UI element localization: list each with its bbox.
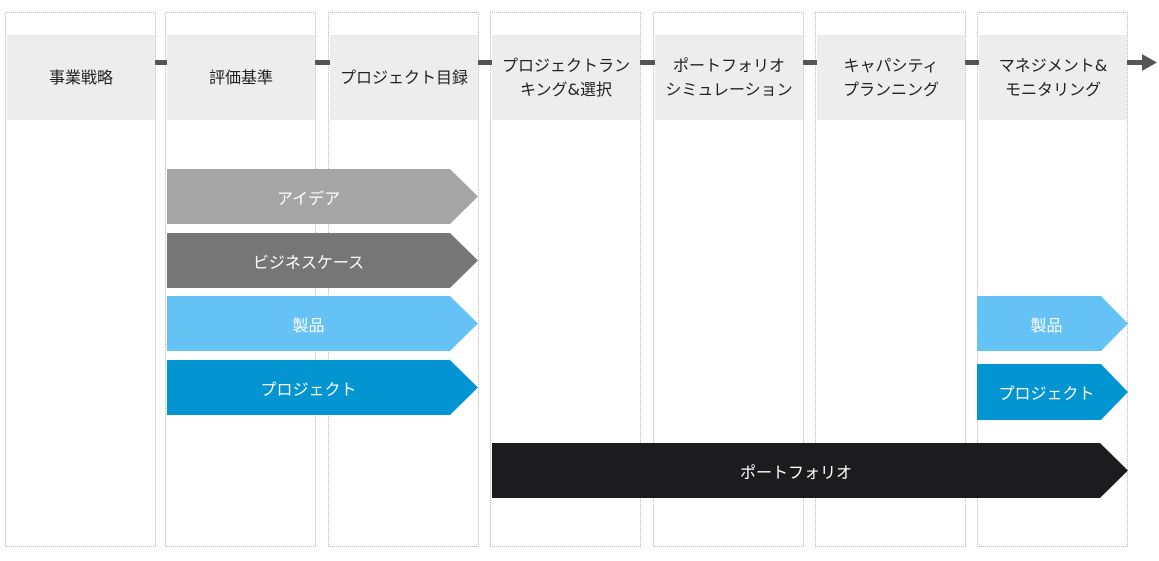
timeline-connector [155, 60, 167, 65]
stage-management-monitoring: マネジメント& モニタリング [979, 35, 1127, 120]
timeline-connector [1126, 60, 1146, 65]
timeline-connector [803, 60, 817, 65]
stage-business-strategy: 事業戦略 [7, 35, 155, 120]
project-arrow: プロジェクト [167, 360, 478, 415]
stage-capacity-planning: キャパシティ プランニング [817, 35, 965, 120]
stage-column-5 [653, 12, 804, 547]
business-case-arrow: ビジネスケース [167, 233, 478, 288]
product-arrow: 製品 [167, 296, 478, 351]
portfolio-arrow: ポートフォリオ [492, 443, 1128, 498]
project-monitoring-arrow: プロジェクト [977, 364, 1128, 420]
stage-project-inventory: プロジェクト目録 [330, 35, 478, 120]
timeline-connector [640, 60, 655, 65]
timeline-connector [315, 60, 330, 65]
stage-project-ranking-selection: プロジェクトラン キング&選択 [492, 35, 640, 120]
product-monitoring-arrow: 製品 [977, 296, 1128, 351]
stage-portfolio-simulation: ポートフォリオ シミュレーション [655, 35, 803, 120]
timeline-arrowhead [1142, 54, 1157, 71]
timeline-connector [965, 60, 979, 65]
stage-column-1 [5, 12, 156, 547]
stage-column-6 [815, 12, 966, 547]
stage-evaluation-criteria: 評価基準 [167, 35, 315, 120]
timeline-connector [478, 60, 492, 65]
stage-column-7 [977, 12, 1128, 547]
stage-column-4 [490, 12, 641, 547]
idea-arrow: アイデア [167, 169, 478, 224]
